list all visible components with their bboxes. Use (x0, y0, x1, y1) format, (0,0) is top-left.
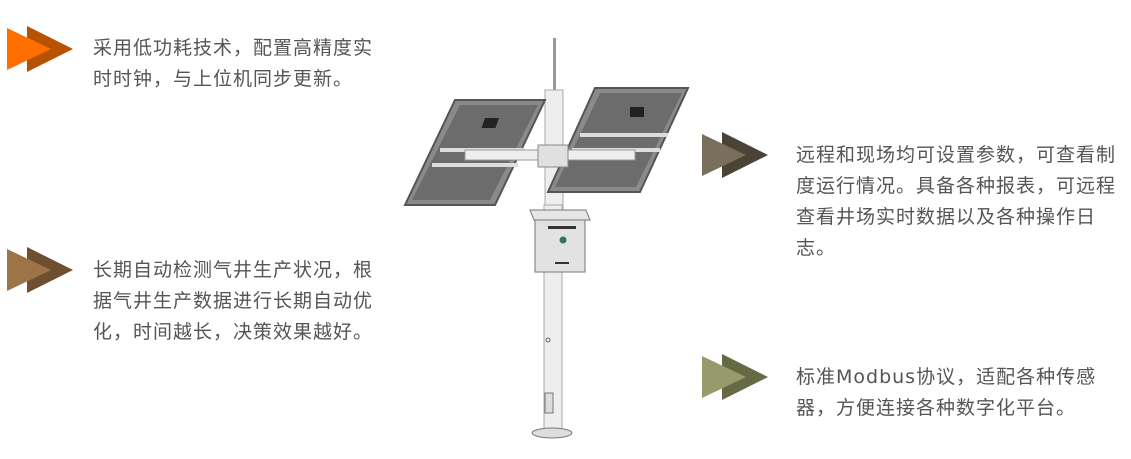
solar-pole-illustration (403, 38, 690, 439)
feature-text: 远程和现场均可设置参数，可查看制度运行情况。具备各种报表，可远程查看井场实时数据… (796, 144, 1117, 259)
double-arrow-icon (7, 26, 73, 72)
solar-panel-right-icon (546, 87, 690, 193)
double-arrow-icon (702, 132, 768, 178)
feature-text: 标准Modbus协议，适配各种传感器，方便连接各种数字化平台。 (796, 366, 1097, 419)
double-arrow-icon (7, 247, 73, 293)
feature-text: 采用低功耗技术，配置高精度实时时钟，与上位机同步更新。 (93, 37, 374, 90)
feature-text: 长期自动检测气井生产状况，根据气井生产数据进行长期自动优化，时间越长，决策效果越… (93, 259, 374, 343)
double-arrow-icon (702, 354, 768, 400)
control-box-icon (529, 209, 591, 273)
